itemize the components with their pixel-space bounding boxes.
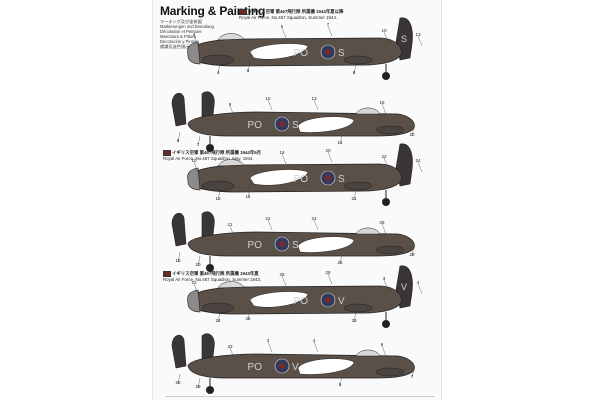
squadron-code-prefix: PO xyxy=(294,296,309,307)
squadron-code-prefix: PO xyxy=(294,48,309,59)
callout-number: 4 xyxy=(217,70,220,75)
squadron-code-suffix: S xyxy=(338,48,345,59)
squadron-code-prefix: PO xyxy=(248,362,263,373)
callout-number: 6 xyxy=(281,24,284,29)
callout-number: 29 xyxy=(409,252,415,257)
callout-number: 33 xyxy=(227,344,233,349)
callout-number: 18 xyxy=(279,150,285,155)
scheme-3-caption-en: Royal Air Force, No.467 Squadron, Summer… xyxy=(163,277,262,282)
callout-number: 8 xyxy=(353,70,356,75)
aircraft-profile-3: PO S 10 13 14 18 20 21 22 24 xyxy=(187,143,423,206)
scheme-3-caption-jp: イギリス空軍 第467飛行隊 所属機 1943年夏 xyxy=(172,271,259,277)
squadron-code-suffix: S xyxy=(338,174,345,185)
roundel-icon xyxy=(274,358,290,374)
callout-number: 13 xyxy=(311,96,317,101)
callout-number: 7 xyxy=(197,142,200,147)
callout-number: 3 xyxy=(267,338,270,343)
callout-number: 5 xyxy=(247,68,250,73)
callout-number: 25 xyxy=(337,260,343,265)
tail-letter: S xyxy=(401,34,407,44)
scheme-1-caption-jp: イギリス空軍 第467飛行隊 所属機 1944年夏以降 xyxy=(248,9,344,15)
callout-number: 13 xyxy=(415,32,421,37)
callout-number: 7 xyxy=(327,22,330,27)
callout-number: 5 xyxy=(339,382,342,387)
flag-icon xyxy=(163,150,171,156)
subtitle-japanese: マーキング及び塗装図 xyxy=(160,19,202,24)
scheme-1-caption-en: Royal Air Force, No.467 Squadron, Summer… xyxy=(239,15,338,20)
callout-number: 10 xyxy=(265,96,271,101)
roundel-icon xyxy=(320,292,336,308)
callout-number: 24 xyxy=(215,318,221,323)
aircraft-profile-2: PO S 6 7 8 10 13 14 18 20 xyxy=(171,91,415,152)
page-divider xyxy=(165,396,435,397)
squadron-code-prefix: PO xyxy=(294,174,309,185)
scheme-2-caption-en: Royal Air Force, No.467 Squadron, May, 1… xyxy=(163,156,254,161)
instruction-sheet xyxy=(152,0,442,400)
callout-number: 22 xyxy=(191,280,197,285)
callout-number: 24 xyxy=(311,216,317,221)
callout-number: 18 xyxy=(379,100,385,105)
callout-number: 20 xyxy=(409,132,415,137)
subtitle-spanish: Decoración y Pintura xyxy=(160,39,199,45)
squadron-code-suffix: S xyxy=(292,240,299,251)
callout-number: 3 xyxy=(383,276,386,281)
callout-number: 24 xyxy=(415,158,421,163)
scheme-1-caption: イギリス空軍 第467飛行隊 所属機 1944年夏以降 Royal Air Fo… xyxy=(239,9,343,21)
aircraft-profile-1: PO S S 3 4 5 6 7 8 10 13 xyxy=(187,17,423,80)
flag-icon xyxy=(163,271,171,277)
callout-number: 10 xyxy=(191,158,197,163)
tail-letter: V xyxy=(401,282,407,292)
callout-number: 18 xyxy=(175,258,181,263)
callout-number: 21 xyxy=(227,222,233,227)
callout-number: 21 xyxy=(351,196,357,201)
callout-number: 28 xyxy=(379,220,385,225)
callout-number: 8 xyxy=(229,102,232,107)
callout-number: 20 xyxy=(325,148,331,153)
callout-number: 13 xyxy=(215,196,221,201)
callout-number: 10 xyxy=(381,28,387,33)
squadron-code-suffix: V xyxy=(292,362,299,373)
callout-number: 33 xyxy=(351,318,357,323)
callout-number: 7 xyxy=(411,374,414,379)
roundel-icon xyxy=(320,44,336,60)
callout-number: 29 xyxy=(195,384,201,389)
squadron-code-suffix: S xyxy=(292,120,299,131)
scheme-2-caption-jp: イギリス空軍 第467飛行隊 所属機 1944年5月 xyxy=(172,150,262,156)
callout-number: 6 xyxy=(177,138,180,143)
callout-number: 20 xyxy=(195,262,201,267)
callout-number: 14 xyxy=(337,140,343,145)
callout-number: 3 xyxy=(193,32,196,37)
callout-number: 14 xyxy=(245,194,251,199)
scheme-3-caption: イギリス空軍 第467飛行隊 所属機 1943年夏 Royal Air Forc… xyxy=(163,271,261,283)
callout-number: 28 xyxy=(279,272,285,277)
roundel-icon xyxy=(274,236,290,252)
subtitle-list: マーキング及び塗装図 Markierungen und Bemalung Déc… xyxy=(160,19,240,50)
flag-icon xyxy=(239,9,247,15)
callout-number: 22 xyxy=(265,216,271,221)
roundel-icon xyxy=(274,116,290,132)
subtitle-german: Markierungen und Bemalung xyxy=(160,24,214,30)
callout-number: 28 xyxy=(175,380,181,385)
callout-number: 4 xyxy=(313,338,316,343)
callout-number: 25 xyxy=(245,316,251,321)
subtitle-chinese: 標識及塗色指示 xyxy=(160,44,190,50)
roundel-icon xyxy=(320,170,336,186)
squadron-code-prefix: PO xyxy=(248,240,263,251)
callout-number: 4 xyxy=(417,280,420,285)
scheme-2-caption: イギリス空軍 第467飛行隊 所属機 1944年5月 Royal Air For… xyxy=(163,150,261,162)
callout-number: 22 xyxy=(381,154,387,159)
subtitle-french: Décoration et Peinture xyxy=(160,29,202,35)
callout-number: 29 xyxy=(325,270,331,275)
squadron-code-prefix: PO xyxy=(248,120,263,131)
squadron-code-suffix: V xyxy=(338,296,345,307)
subtitle-italian: Marcatura & Pittura xyxy=(160,34,197,40)
callout-number: 6 xyxy=(381,342,384,347)
aircraft-profile-4: PO S 18 20 21 22 24 25 28 29 xyxy=(171,211,415,272)
page-title: Marking & Painting xyxy=(160,4,266,18)
